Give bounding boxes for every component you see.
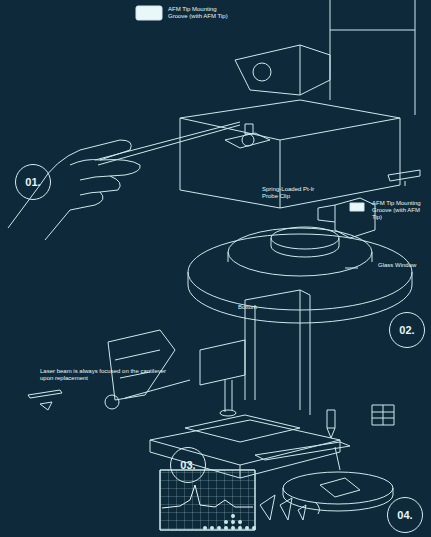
callout-number: 03. <box>180 459 195 471</box>
part-label: Glass Window <box>378 262 428 269</box>
callout-number: 04. <box>397 509 412 521</box>
callout-circle: 02. <box>389 312 425 348</box>
callout-number: 02. <box>399 324 414 336</box>
part-label: Bottom <box>238 304 278 311</box>
part-label: AFM Tip Mounting Groove (with AFM Tip) <box>168 6 228 20</box>
part-label: Spring-Loaded Pt-Ir Probe Clip <box>262 186 322 200</box>
part-label: AFM Tip Mounting Groove (with AFM Tip) <box>372 200 428 222</box>
callout-circle: 01. <box>15 164 51 200</box>
callout-circle: 03. <box>170 447 206 483</box>
callout-number: 01. <box>25 176 40 188</box>
part-label: Laser beam is always focused on the cant… <box>40 368 170 382</box>
callout-circle: 04. <box>387 497 423 533</box>
